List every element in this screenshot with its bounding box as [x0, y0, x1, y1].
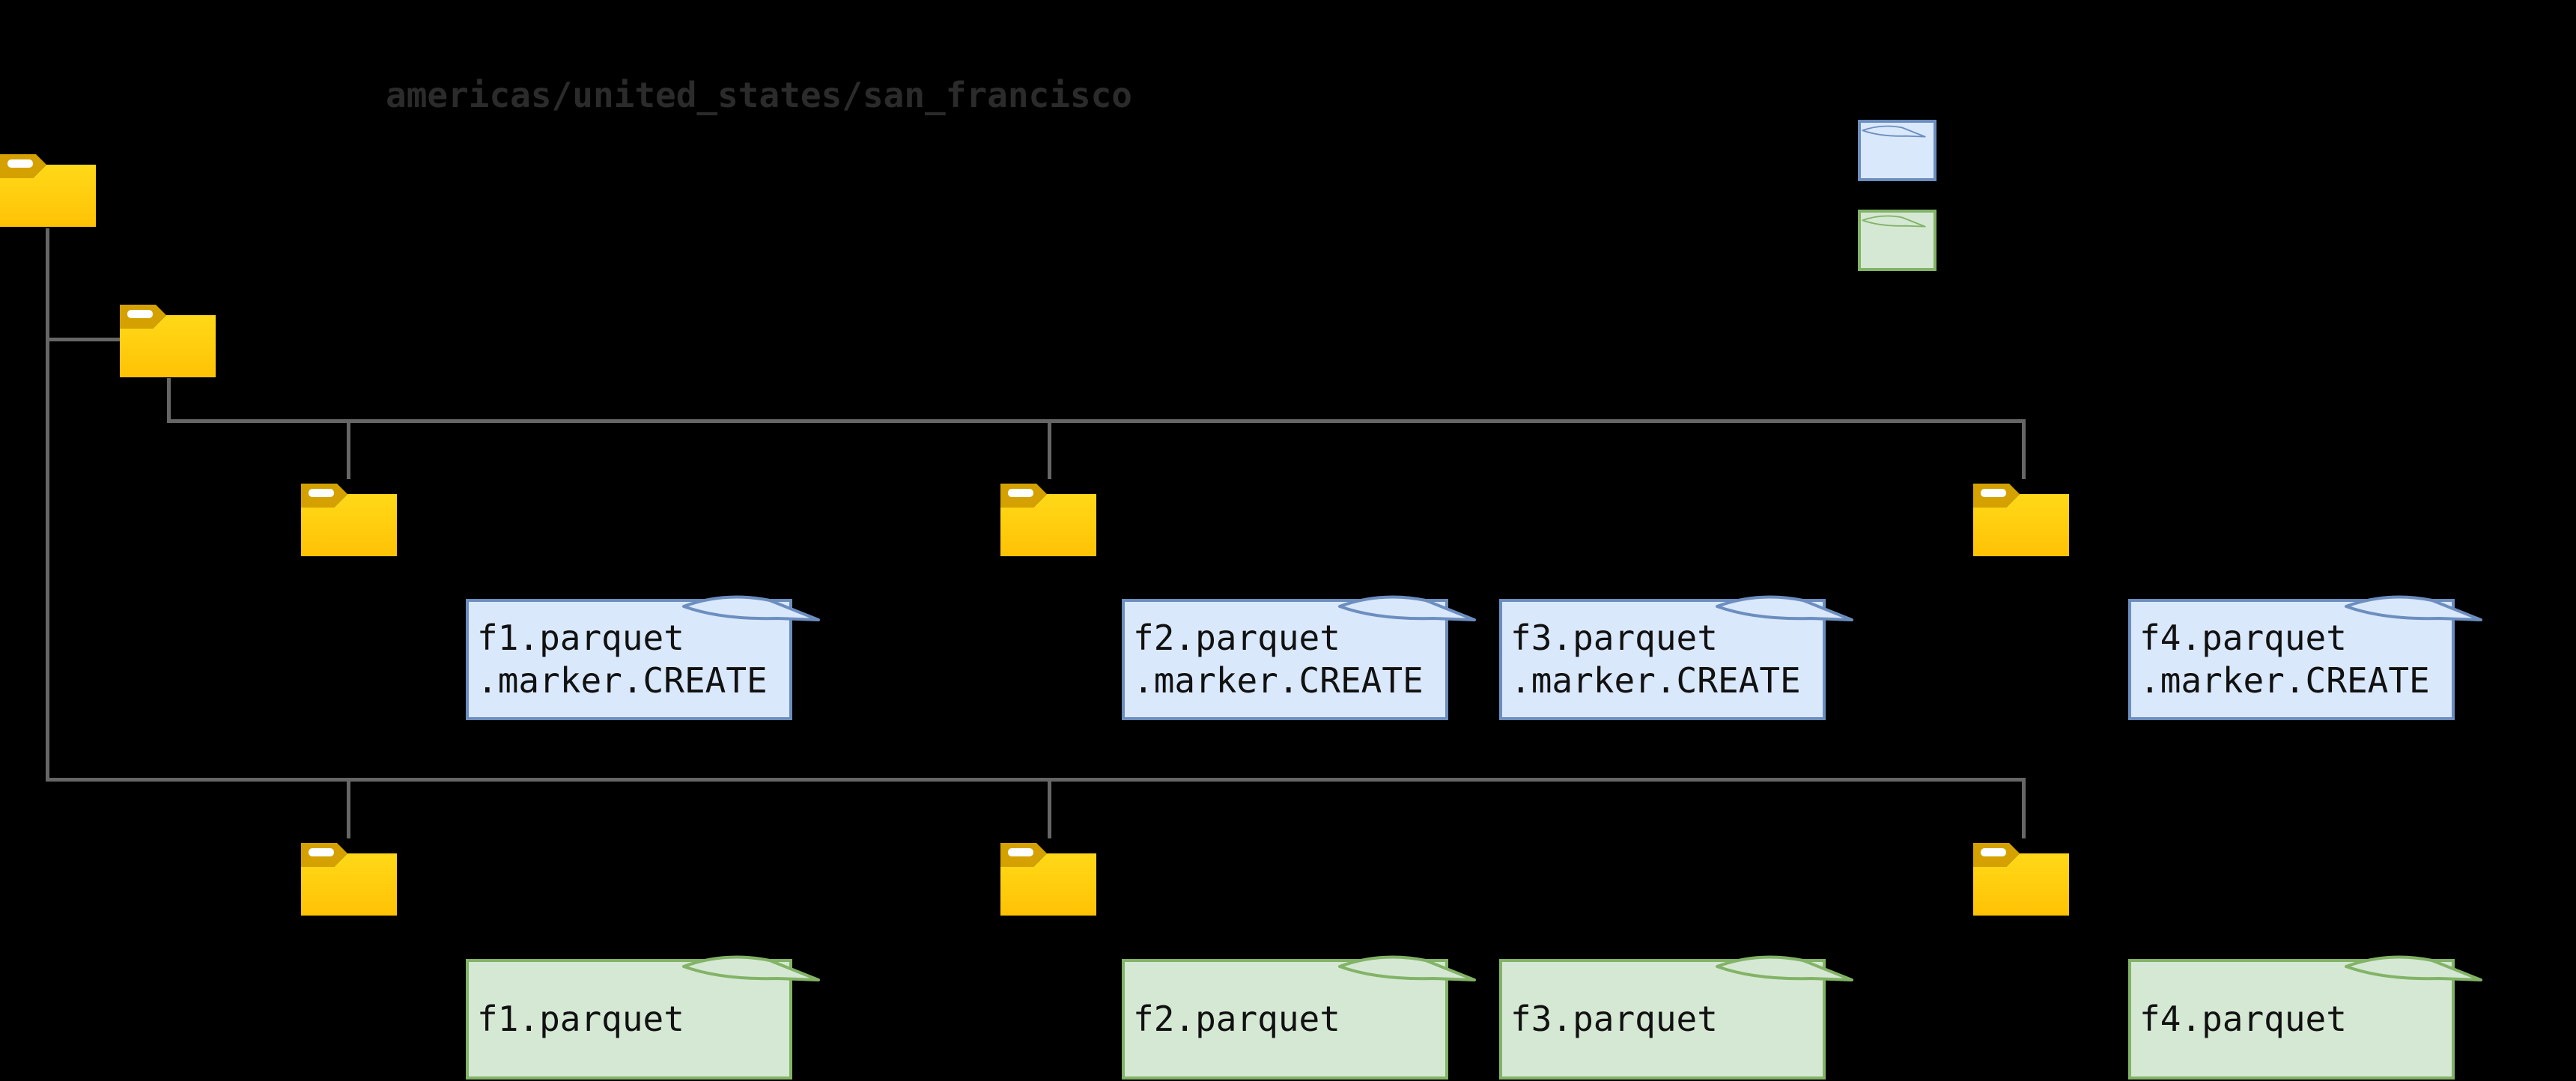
connector-lower-branch	[46, 778, 2026, 782]
legend-marker-note	[1858, 120, 1936, 181]
legend-data-note	[1858, 210, 1936, 271]
upper-subfolder-3-icon[interactable]	[1973, 479, 2069, 558]
folder-icon	[1000, 838, 1096, 917]
data-note-label: f2.parquet	[1133, 999, 1340, 1039]
connector-lower-drop-1	[347, 779, 350, 838]
upper-subfolder-1-icon[interactable]	[301, 479, 397, 558]
note-curl-icon	[1336, 950, 1478, 995]
lower-subfolder-2-icon[interactable]	[1000, 838, 1096, 917]
folder-icon	[1973, 838, 2069, 917]
data-note-f1[interactable]: f1.parquet	[466, 959, 792, 1080]
folder-icon	[301, 479, 397, 558]
note-curl-icon	[1861, 123, 1927, 144]
marker-note-line: .marker.CREATE	[1510, 660, 1801, 701]
connector-root-vertical	[46, 228, 49, 782]
note-curl-icon	[1713, 950, 1856, 995]
marker-note-f3[interactable]: f3.parquet .marker.CREATE	[1499, 599, 1826, 720]
folder-icon	[1973, 479, 2069, 558]
upper-subfolder-2-icon[interactable]	[1000, 479, 1096, 558]
connector-upper-drop-3	[2022, 421, 2026, 479]
marker-note-line: .marker.CREATE	[477, 660, 768, 701]
data-note-label: f3.parquet	[1510, 999, 1718, 1039]
note-curl-icon	[1861, 213, 1927, 234]
marker-note-line: f3.parquet	[1510, 618, 1718, 658]
data-note-label: f1.parquet	[477, 999, 684, 1039]
connector-upper-drop-2	[1048, 421, 1051, 479]
connector-upper-branch	[167, 419, 2026, 423]
connector-partition-drop	[167, 378, 171, 423]
marker-note-f4[interactable]: f4.parquet .marker.CREATE	[2128, 599, 2455, 720]
marker-note-line: .marker.CREATE	[1133, 660, 1424, 701]
folder-icon	[1000, 479, 1096, 558]
marker-note-line: .marker.CREATE	[2139, 660, 2430, 701]
folder-icon	[120, 300, 216, 379]
path-title: americas/united_states/san_francisco	[386, 75, 1132, 115]
data-note-f3[interactable]: f3.parquet	[1499, 959, 1826, 1080]
connector-lower-drop-3	[2022, 779, 2026, 838]
root-folder-icon[interactable]	[0, 150, 96, 228]
lower-subfolder-1-icon[interactable]	[301, 838, 397, 917]
connector-partition-branch	[46, 338, 121, 341]
connector-upper-drop-1	[347, 421, 350, 479]
note-curl-icon	[2342, 950, 2485, 995]
data-note-f2[interactable]: f2.parquet	[1122, 959, 1448, 1080]
marker-note-f1[interactable]: f1.parquet .marker.CREATE	[466, 599, 792, 720]
note-curl-icon	[680, 950, 822, 995]
lower-subfolder-3-icon[interactable]	[1973, 838, 2069, 917]
folder-icon	[0, 150, 96, 228]
connector-lower-drop-2	[1048, 779, 1051, 838]
marker-note-f2[interactable]: f2.parquet .marker.CREATE	[1122, 599, 1448, 720]
marker-note-line: f1.parquet	[477, 618, 684, 658]
data-note-label: f4.parquet	[2139, 999, 2347, 1039]
marker-note-line: f2.parquet	[1133, 618, 1340, 658]
folder-icon	[301, 838, 397, 917]
marker-note-line: f4.parquet	[2139, 618, 2347, 658]
data-note-f4[interactable]: f4.parquet	[2128, 959, 2455, 1080]
partition-folder-icon[interactable]	[120, 300, 216, 379]
